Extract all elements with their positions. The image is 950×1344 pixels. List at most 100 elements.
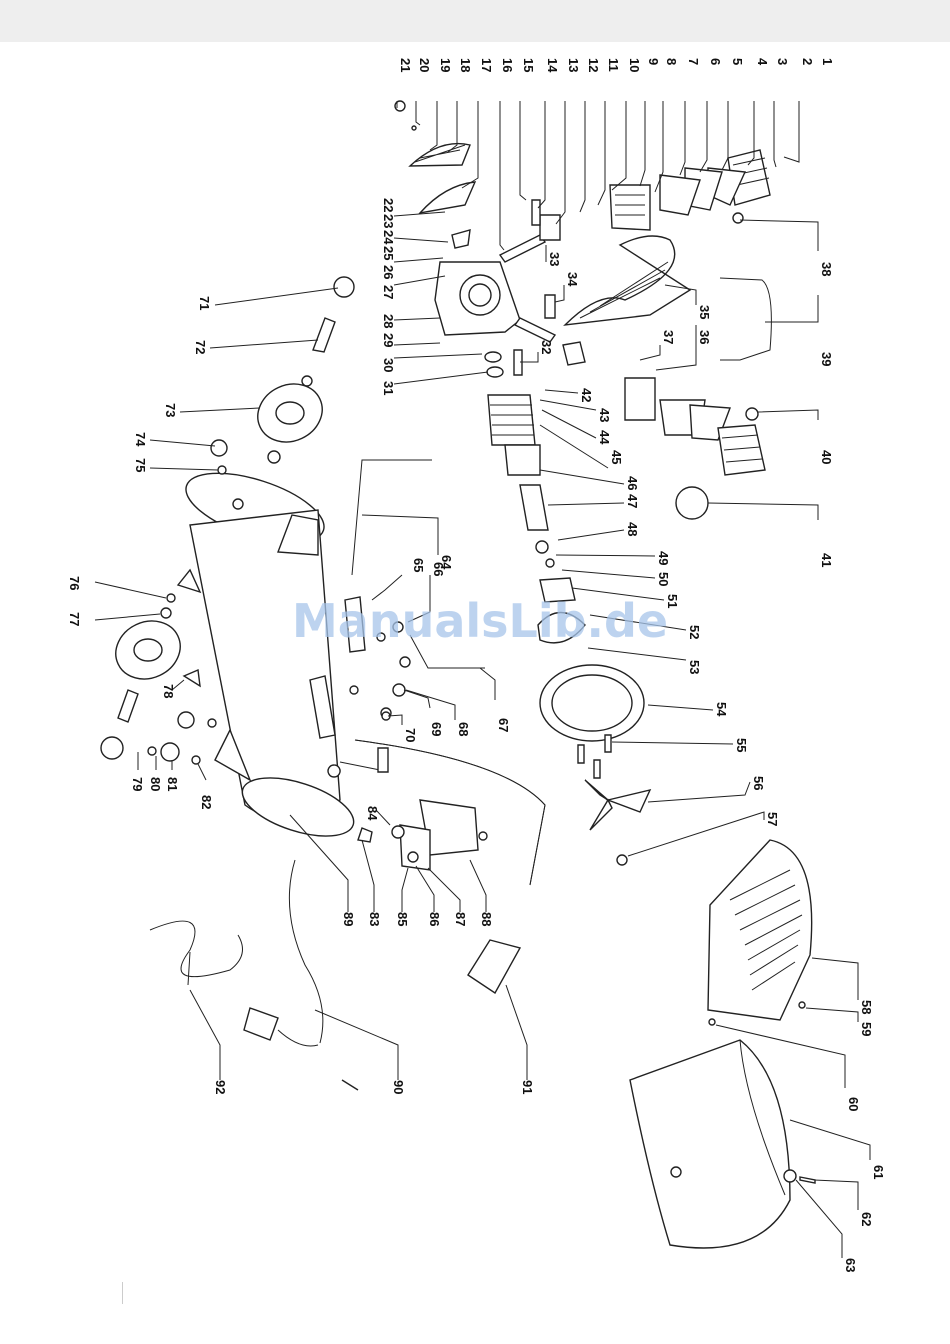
callout-13: 13 (566, 58, 581, 72)
callout-8: 8 (664, 58, 679, 65)
callout-86: 86 (427, 912, 442, 926)
callout-15: 15 (521, 58, 536, 72)
callout-33: 33 (547, 252, 562, 266)
callout-54: 54 (714, 702, 729, 717)
callout-46: 46 (625, 476, 640, 490)
callout-9: 9 (646, 58, 661, 65)
callout-18: 18 (458, 58, 473, 72)
fan-56 (585, 780, 650, 830)
callout-82: 82 (199, 795, 214, 809)
callout-49: 49 (656, 551, 671, 565)
callout-14: 14 (545, 58, 560, 73)
callout-55: 55 (734, 738, 749, 752)
callout-74: 74 (133, 432, 148, 447)
callout-6: 6 (708, 58, 723, 65)
drawing-layer (101, 101, 815, 1248)
callout-85: 85 (395, 912, 410, 926)
callout-63: 63 (843, 1258, 858, 1272)
callout-4: 4 (755, 58, 770, 66)
callout-27: 27 (381, 285, 396, 299)
callout-12: 12 (586, 58, 601, 72)
viewer-toolbar-strip (0, 0, 950, 42)
callout-84: 84 (365, 806, 380, 821)
callout-88: 88 (479, 912, 494, 926)
callout-26: 26 (381, 265, 396, 279)
callout-32: 32 (539, 340, 554, 354)
callout-11: 11 (606, 58, 621, 72)
callout-71: 71 (197, 296, 212, 310)
callout-70: 70 (403, 728, 418, 742)
callout-25: 25 (381, 246, 396, 260)
callout-78: 78 (161, 684, 176, 698)
callout-34: 34 (565, 272, 580, 287)
callout-72: 72 (193, 340, 208, 354)
callout-48: 48 (625, 522, 640, 536)
callout-3: 3 (775, 58, 790, 65)
callout-35: 35 (697, 305, 712, 319)
callout-23: 23 (381, 214, 396, 228)
callout-67: 67 (496, 718, 511, 732)
callout-52: 52 (687, 625, 702, 639)
callout-90: 90 (391, 1080, 406, 1094)
axle-bolt-upper (313, 318, 335, 352)
callout-10: 10 (627, 58, 642, 72)
callout-68: 68 (456, 722, 471, 736)
wheel-cap-upper (334, 277, 354, 297)
callout-43: 43 (597, 408, 612, 422)
callout-80: 80 (148, 777, 163, 791)
callout-1: 1 (820, 58, 835, 65)
callout-2: 2 (800, 58, 815, 65)
callout-61: 61 (871, 1165, 886, 1179)
callout-73: 73 (163, 403, 178, 417)
air-tank (178, 459, 361, 848)
callout-60: 60 (846, 1097, 861, 1111)
callout-40: 40 (819, 450, 834, 464)
callout-91: 91 (520, 1080, 535, 1094)
callout-29: 29 (381, 333, 396, 347)
callout-16: 16 (500, 58, 515, 72)
callout-58: 58 (859, 1000, 874, 1014)
callout-21: 21 (398, 58, 413, 72)
front-grille-58 (708, 840, 812, 1020)
air-filter-41 (676, 487, 708, 519)
callout-75: 75 (133, 458, 148, 472)
callout-69: 69 (429, 722, 444, 736)
wheel-upper (248, 374, 331, 453)
callout-81: 81 (165, 777, 180, 791)
pressure-switch-assembly (392, 800, 487, 870)
callout-65: 65 (411, 558, 426, 572)
callout-56: 56 (751, 776, 766, 790)
callout-37: 37 (661, 330, 676, 344)
callout-30: 30 (381, 358, 396, 372)
callout-5: 5 (730, 58, 745, 65)
callout-44: 44 (597, 430, 612, 445)
callout-41: 41 (819, 553, 834, 567)
callout-22: 22 (381, 198, 396, 212)
callout-17: 17 (479, 58, 494, 72)
callout-39: 39 (819, 352, 834, 366)
callout-36: 36 (697, 330, 712, 344)
page-edge-mark (122, 1282, 123, 1304)
motor (488, 395, 548, 530)
exploded-parts-diagram: 1 2 3 4 5 6 7 8 9 10 11 12 13 14 15 16 1… (0, 42, 950, 1344)
housing-cover-61 (630, 1040, 790, 1248)
callout-7: 7 (686, 58, 701, 65)
callout-31: 31 (381, 381, 396, 395)
callout-59: 59 (859, 1022, 874, 1036)
callout-83: 83 (367, 912, 382, 926)
callout-50: 50 (656, 572, 671, 586)
callout-89: 89 (341, 912, 356, 926)
axle-bolt-lower (118, 690, 138, 722)
callout-87: 87 (453, 912, 468, 926)
callout-57: 57 (765, 812, 780, 826)
callout-53: 53 (687, 660, 702, 674)
watermark-text: ManualsLib.de (292, 594, 668, 648)
callout-24: 24 (381, 230, 396, 245)
callout-76: 76 (67, 576, 82, 590)
callout-42: 42 (579, 388, 594, 402)
crankcase (435, 262, 520, 335)
callout-28: 28 (381, 314, 396, 328)
callout-77: 77 (67, 612, 82, 626)
callout-20: 20 (417, 58, 432, 72)
callout-92: 92 (213, 1080, 228, 1094)
